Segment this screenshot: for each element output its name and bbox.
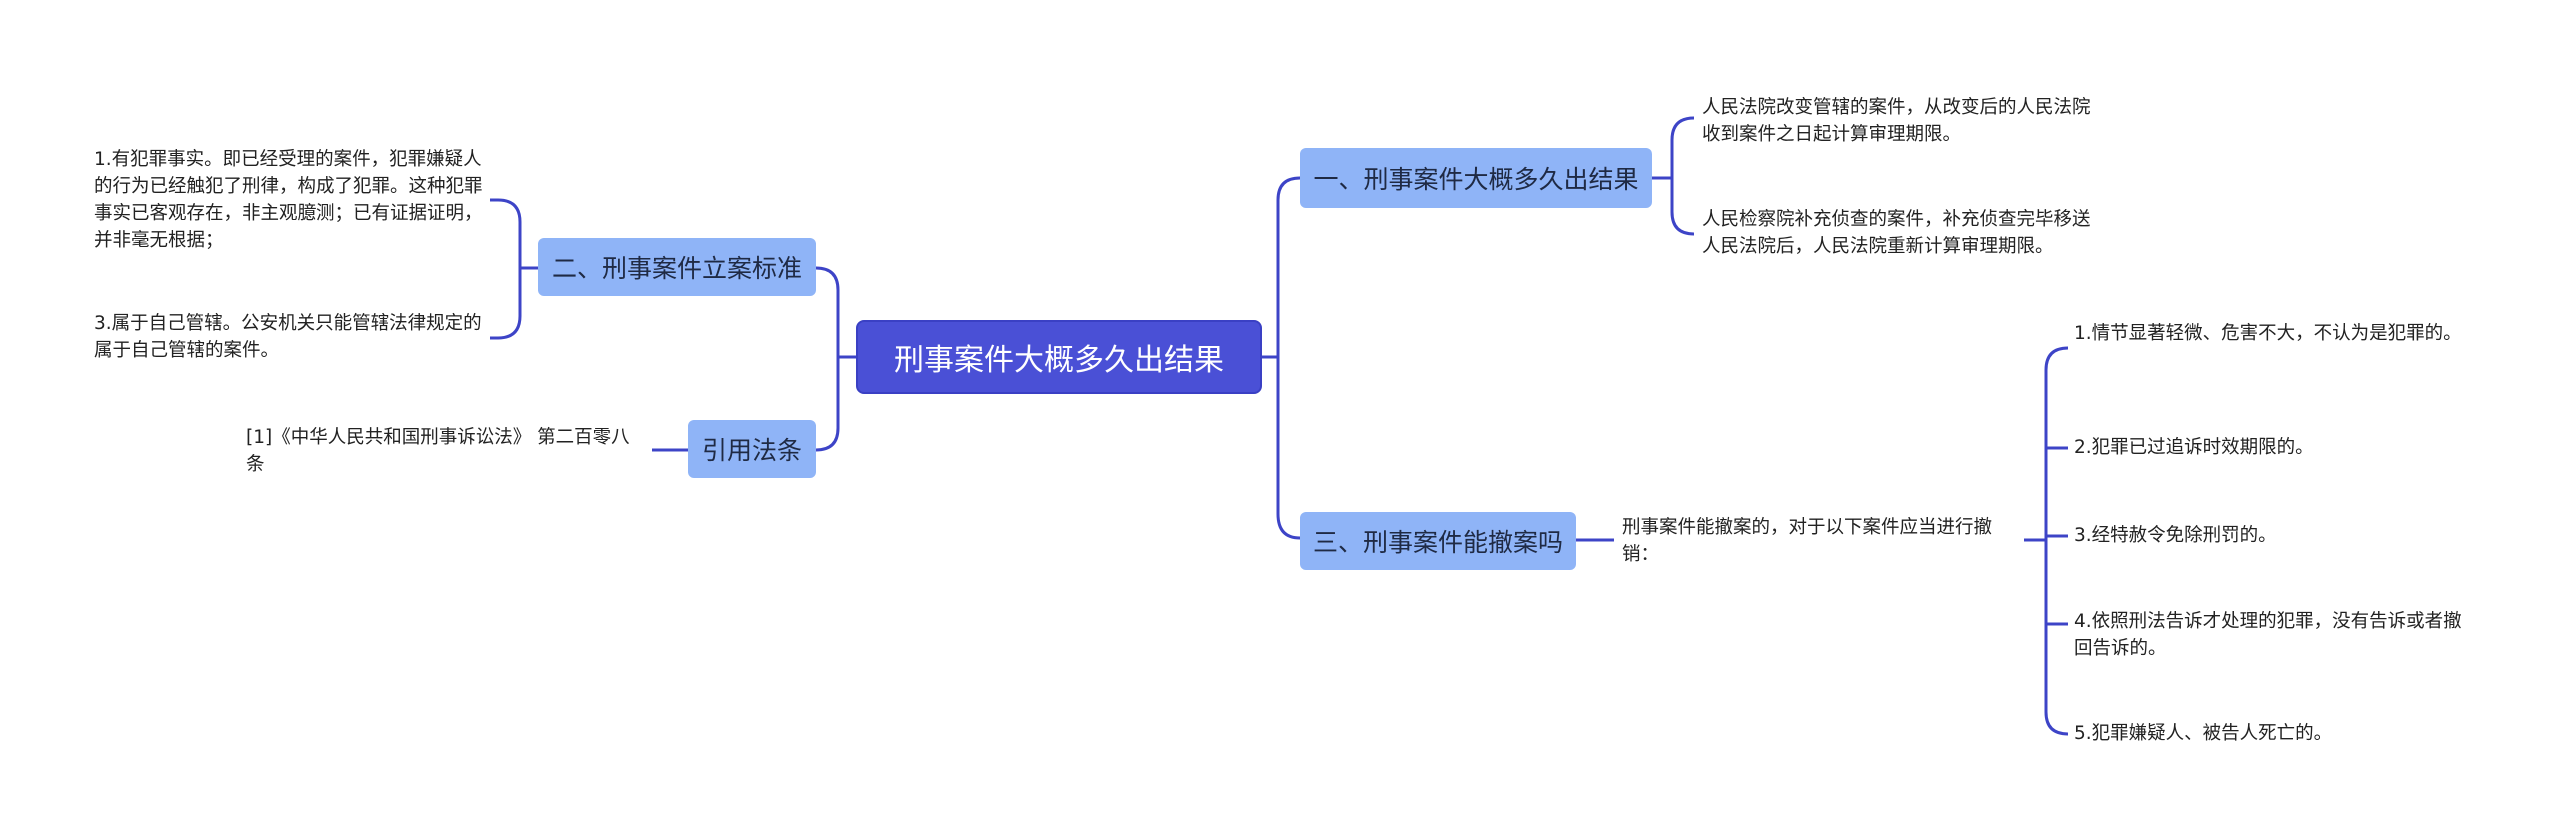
branch-withdrawal-label: 三、刑事案件能撤案吗 bbox=[1312, 528, 1563, 557]
leaf-citation-law: [1]《中华人民共和国刑事诉讼法》 第二百零八条 bbox=[246, 427, 630, 475]
leaf-criminal-fact: 1.有犯罪事实。即已经受理的案件，犯罪嫌疑人的行为已经触犯了刑律，构成了犯罪。这… bbox=[94, 149, 483, 251]
branch-duration[interactable]: 一、刑事案件大概多久出结果 bbox=[1300, 148, 1652, 208]
branch-withdrawal[interactable]: 三、刑事案件能撤案吗 bbox=[1300, 512, 1576, 570]
connector-b1 bbox=[1652, 116, 1695, 236]
connector-b2 bbox=[490, 198, 538, 340]
root-topic-label: 刑事案件大概多久出结果 bbox=[894, 343, 1224, 378]
leaf-withdrawal-item-3: 3.经特赦令免除刑罚的。 bbox=[2074, 525, 2277, 546]
leaf-court-jurisdiction: 人民法院改变管辖的案件，从改变后的人民法院收到案件之日起计算审理期限。 bbox=[1702, 97, 2091, 145]
branch-citation[interactable]: 引用法条 bbox=[688, 420, 816, 478]
root-topic[interactable]: 刑事案件大概多久出结果 bbox=[856, 320, 1262, 394]
branch-citation-label: 引用法条 bbox=[701, 436, 802, 465]
leaf-withdrawal-item-5: 5.犯罪嫌疑人、被告人死亡的。 bbox=[2074, 723, 2333, 744]
connector-b3-mid bbox=[2024, 346, 2069, 736]
connector-root-right bbox=[1262, 176, 1301, 540]
leaf-withdrawal-intro: 刑事案件能撤案的，对于以下案件应当进行撤销： bbox=[1622, 517, 1993, 565]
leaf-withdrawal-item-4: 4.依照刑法告诉才处理的犯罪，没有告诉或者撤回告诉的。 bbox=[2074, 611, 2462, 659]
branch-duration-label: 一、刑事案件大概多久出结果 bbox=[1313, 165, 1639, 194]
leaf-withdrawal-item-2: 2.犯罪已过追诉时效期限的。 bbox=[2074, 437, 2314, 458]
connector-root-left bbox=[815, 266, 856, 452]
leaf-supplementary-investigation: 人民检察院补充侦查的案件，补充侦查完毕移送人民法院后，人民法院重新计算审理期限。 bbox=[1702, 209, 2091, 257]
branch-filing-standard[interactable]: 二、刑事案件立案标准 bbox=[538, 238, 816, 296]
leaf-withdrawal-item-1: 1.情节显著轻微、危害不大，不认为是犯罪的。 bbox=[2074, 323, 2462, 344]
leaf-own-jurisdiction: 3.属于自己管辖。公安机关只能管辖法律规定的属于自己管辖的案件。 bbox=[94, 313, 482, 361]
branch-filing-standard-label: 二、刑事案件立案标准 bbox=[551, 254, 802, 283]
